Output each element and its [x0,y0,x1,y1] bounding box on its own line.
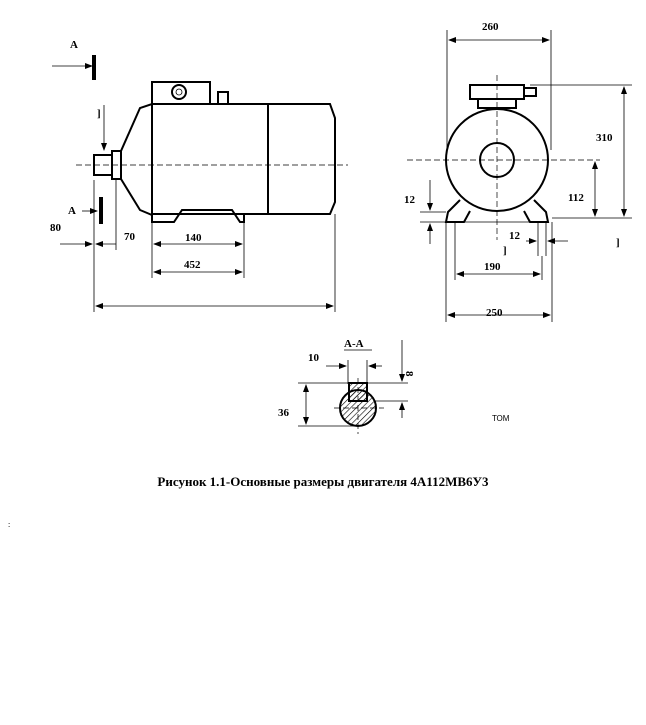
terminal-gland [171,84,187,100]
dim-70-label: 70 [124,231,136,243]
motor-feet [151,209,245,223]
section-label-bottom: A [68,205,76,217]
dim-452-label: 452 [184,259,201,271]
section-label-top: A [70,39,78,51]
front-terminal-gland [523,87,537,97]
terminal-box [151,81,211,105]
dot-mark: : [8,520,10,529]
terminal-lug [217,91,229,105]
dim-140: 140 [151,222,245,278]
bracket-mark-3: ] [616,237,620,249]
dim-250-label: 250 [486,307,503,319]
bracket-mark-2: ] [503,245,507,257]
dim-310-label: 310 [596,132,613,144]
section-marker-bottom: A [68,197,103,224]
terminal-gland-inner [175,88,183,96]
dim-452: 452 [153,259,243,275]
side-view: A A ] 80 [50,39,348,312]
dim-140-label: 140 [185,232,202,244]
dim-112-label: 112 [568,192,584,204]
dim-70: 70 [115,180,136,250]
dim-190: 190 [454,222,543,280]
dim-12-right: 12 [509,222,568,256]
dim-250: 250 [445,222,553,322]
stamp-text: ТОМ [492,414,510,423]
front-foot-left [444,199,471,223]
dim-8-label: 8 [403,371,415,377]
dim-10-label: 10 [308,352,320,364]
section-marker-top: A [52,39,96,80]
dim-310: 310 [530,84,632,219]
dim-80: 80 [50,180,116,312]
dim-12-left-label: 12 [404,194,416,206]
dim-overall-length [95,214,336,312]
dim-190-label: 190 [484,261,501,273]
motor-housing [151,103,336,215]
front-foot-right [523,199,550,223]
dim-260: 260 [446,21,552,150]
front-view: 260 310 112 [404,21,632,322]
dim-12-right-label: 12 [509,230,521,242]
section-title: A-A [344,338,364,350]
bracket-mark-1: ] [97,108,101,120]
dim-80-label: 80 [50,222,62,234]
dim-112: 112 [568,161,598,217]
front-shield [120,102,153,217]
dim-12-left: 12 [404,180,446,244]
figure-caption: Рисунок 1.1-Основные размеры двигателя 4… [157,474,489,489]
section-a-a: A-A 10 36 8 ТОМ [278,338,510,434]
dim-36-label: 36 [278,407,290,419]
dim-260-label: 260 [482,21,499,33]
